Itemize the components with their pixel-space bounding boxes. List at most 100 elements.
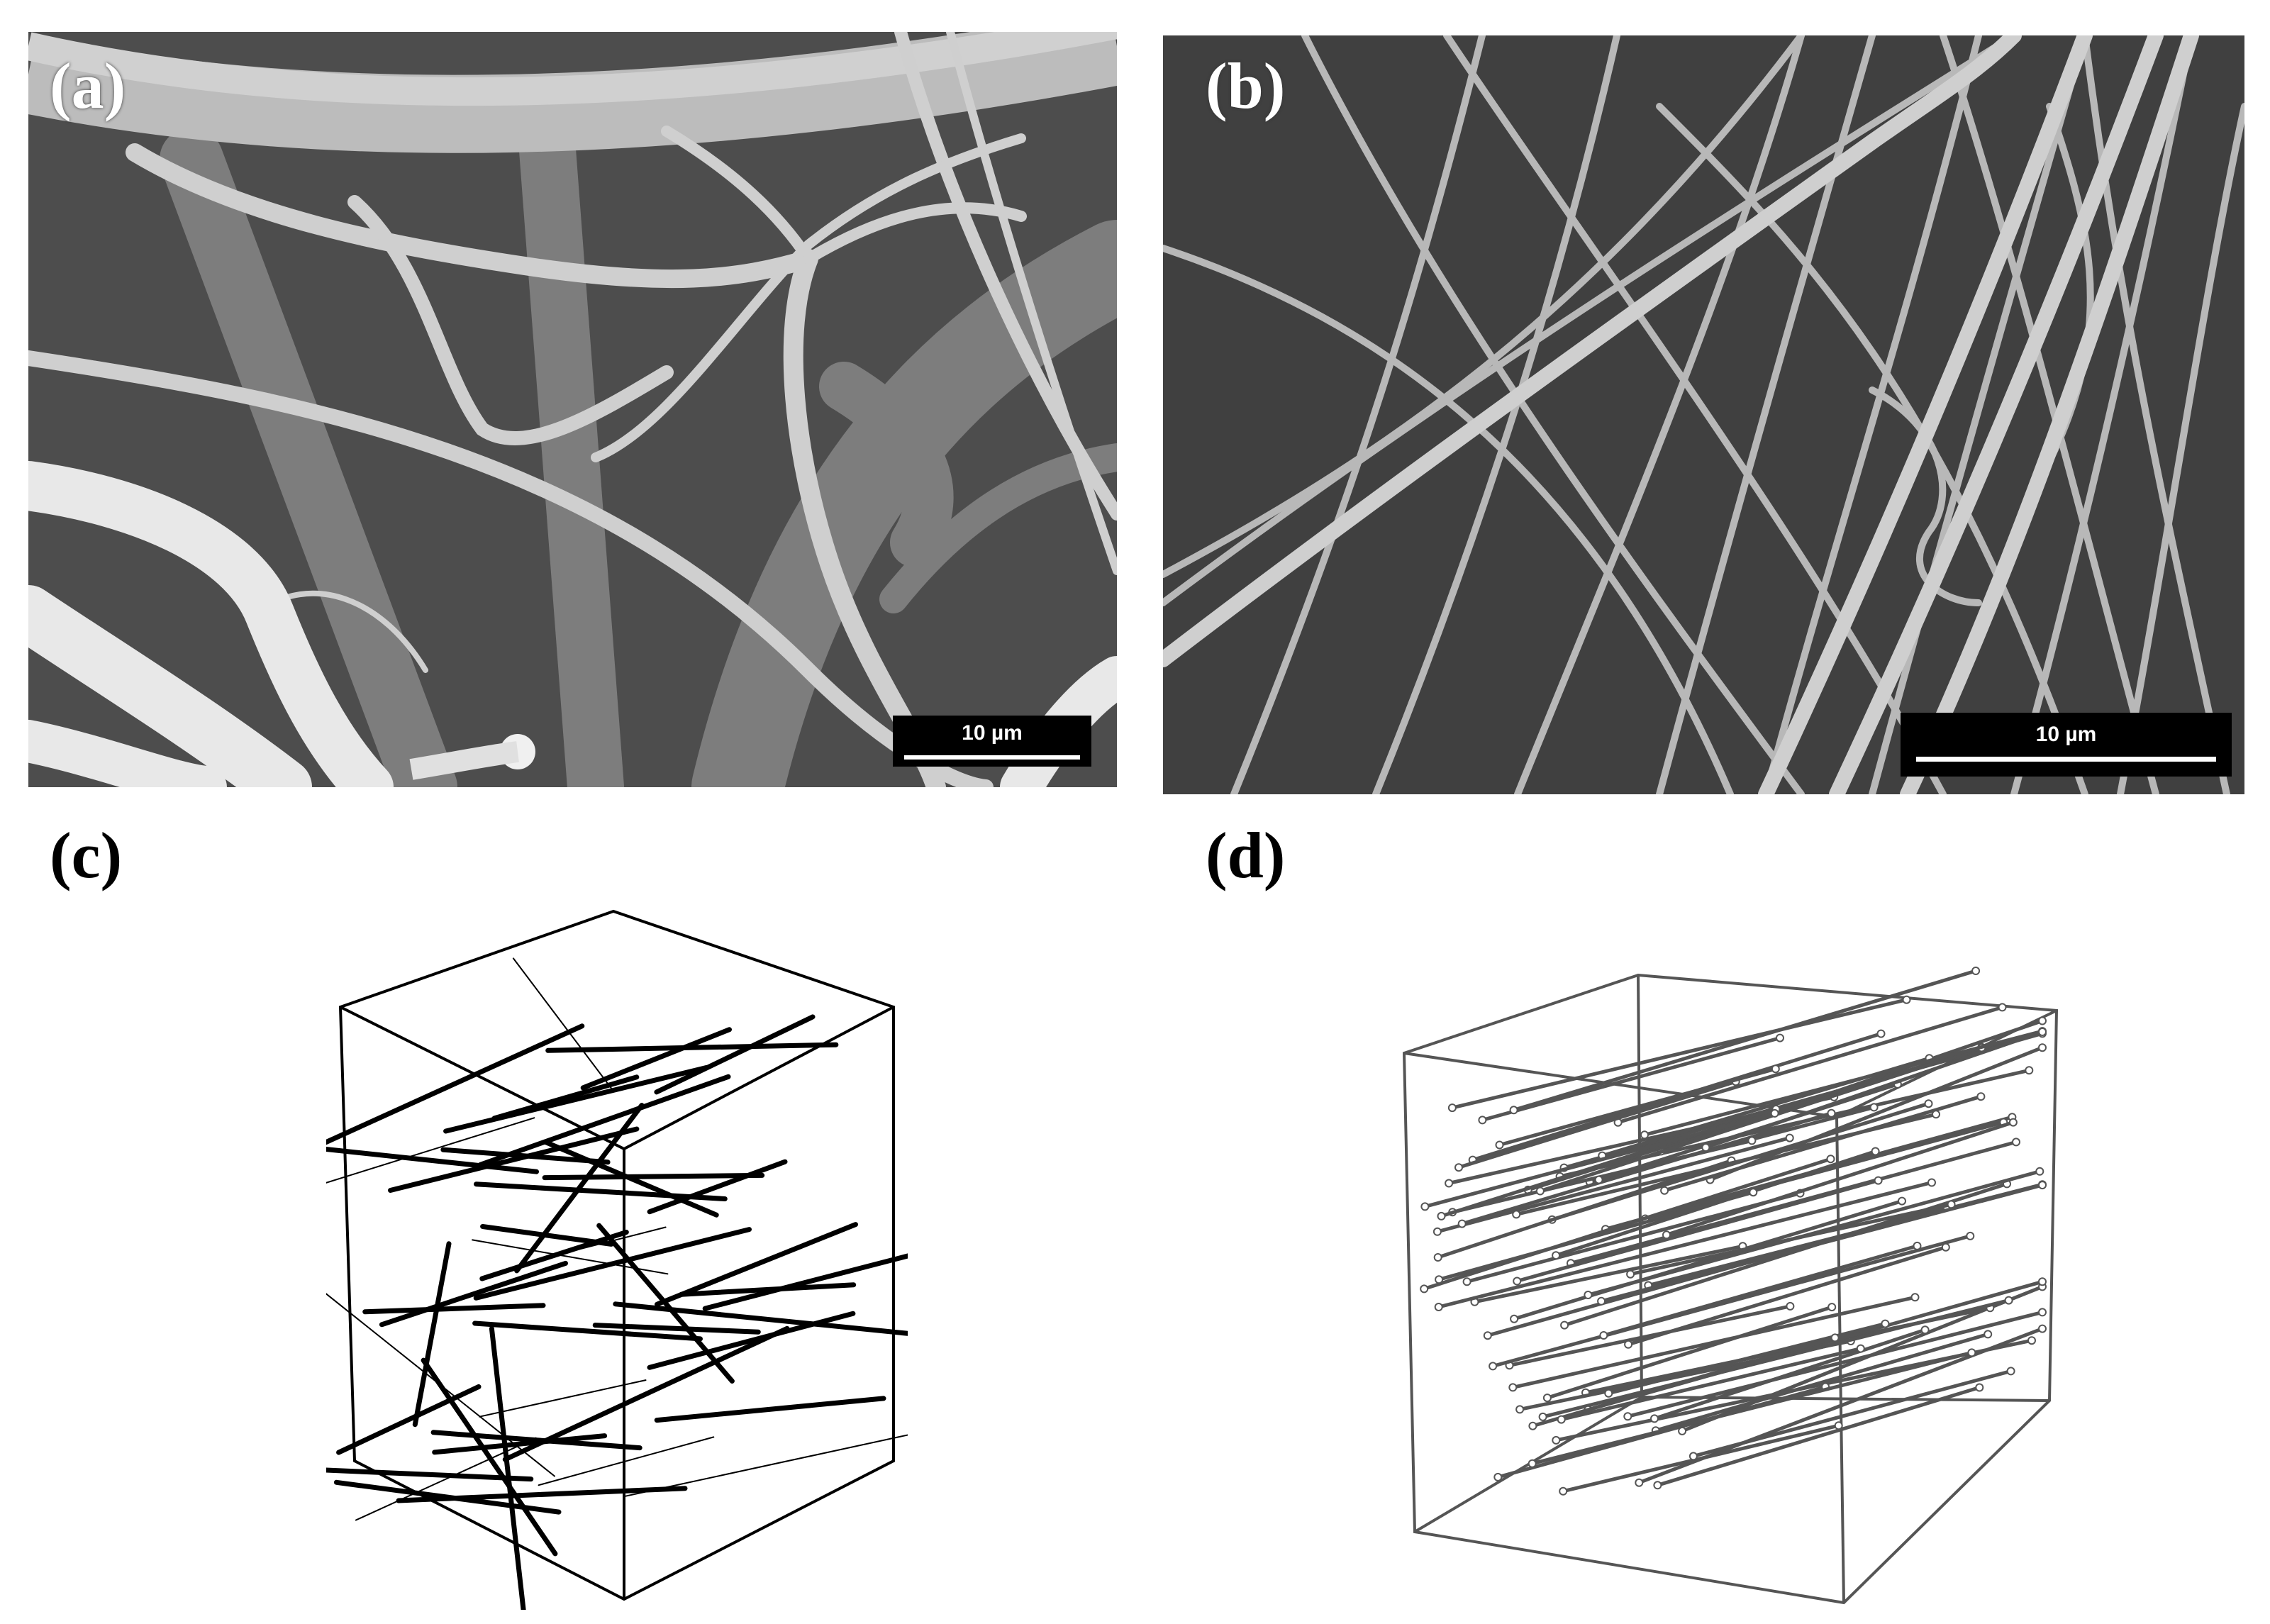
model-fiber-end	[1871, 1147, 1880, 1156]
model-fiber	[1599, 1183, 2044, 1303]
model-fiber-end	[2008, 1118, 2018, 1127]
model-fiber	[679, 1282, 857, 1297]
panel-label-c: (c)	[50, 819, 123, 891]
model-fiber	[655, 1222, 858, 1307]
model-fiber-end	[1984, 1330, 1993, 1339]
model-fiber-end	[1552, 1435, 1561, 1445]
model-fiber-end	[1489, 1362, 1498, 1371]
model-fiber-end	[1457, 1219, 1467, 1228]
model-fiber	[1664, 1120, 2015, 1237]
model-fiber-end	[1650, 1414, 1659, 1423]
model-fiber-end	[1834, 1421, 1843, 1430]
model-fiber-end	[1538, 1412, 1547, 1421]
sem-image-b: (b) 10 µm	[1163, 35, 2244, 794]
model-fiber	[613, 1301, 908, 1336]
model-fiber-end	[2038, 1028, 2047, 1036]
model-fiber-end	[1785, 1133, 1794, 1142]
sem-a-fibers	[28, 32, 1117, 787]
model-fiber	[1530, 1335, 1837, 1428]
model-fiber-end	[2038, 1324, 2047, 1333]
model-fiber-end	[1967, 1348, 1976, 1357]
scale-bar-b: 10 µm	[1901, 713, 2232, 777]
model-fiber-end	[1513, 1277, 1522, 1286]
model-fiber-end	[1876, 1029, 1886, 1038]
model-fiber	[1655, 1386, 1981, 1487]
model-fiber-end	[1881, 1319, 1890, 1328]
model-fiber-end	[1433, 1253, 1442, 1262]
model-fiber	[543, 1139, 719, 1218]
model-fiber	[1654, 1332, 1990, 1433]
model-fiber	[538, 1436, 715, 1486]
model-fiber-end	[1869, 1103, 1879, 1112]
model-fiber-end	[1626, 1269, 1635, 1279]
model-fiber-end	[1462, 1277, 1471, 1286]
model-fiber-end	[2035, 1167, 2044, 1176]
model-fiber	[1561, 1423, 1841, 1494]
model-fiber-end	[2038, 1277, 2047, 1286]
model-fiber-end	[1771, 1064, 1780, 1074]
panel-label-a: (a)	[50, 50, 126, 122]
model-fiber	[1498, 1067, 1778, 1147]
model-fiber	[1450, 998, 1908, 1110]
model-fiber	[580, 1027, 732, 1091]
model-fiber	[624, 1434, 908, 1497]
model-fiber	[1652, 1328, 1927, 1420]
model-fiber-end	[1495, 1140, 1504, 1150]
model-fiber-end	[1749, 1188, 1758, 1197]
model-fiber	[472, 1320, 703, 1342]
model-fiber	[1626, 1245, 1948, 1347]
model-fiber-end	[1830, 1333, 1840, 1342]
model-fiber-end	[1932, 1110, 1940, 1119]
model-fiber-end	[1435, 1275, 1444, 1284]
model-fiber	[1601, 1244, 1919, 1337]
model-fiber-end	[1902, 995, 1911, 1004]
model-fiber-end	[2038, 1308, 2047, 1317]
model-fiber	[654, 1014, 816, 1095]
model-fiber-end	[1623, 1412, 1632, 1421]
model-fiber-end	[1701, 1143, 1710, 1152]
model-fiber-end	[2038, 1043, 2047, 1052]
model-fiber-end	[1966, 1231, 1975, 1240]
model-fiber-end	[1827, 1108, 1836, 1118]
model-fiber	[1562, 1031, 2044, 1170]
model-fiber	[1512, 969, 1978, 1112]
model-fiber-end	[1786, 1301, 1795, 1311]
model-fiber-end	[1454, 1163, 1463, 1172]
model-fiber-end	[1998, 1003, 2007, 1012]
model-fiber-end	[1941, 1242, 1950, 1252]
model-fiber-end	[1512, 1210, 1521, 1219]
model-fiber-end	[1971, 967, 1981, 975]
model-fiber	[412, 1241, 452, 1428]
panel-label-b: (b)	[1206, 50, 1286, 122]
model-fiber	[1473, 1244, 1745, 1304]
model-fiber	[1625, 1310, 2044, 1418]
model-fiber	[1457, 1079, 1738, 1169]
model-fiber-end	[1509, 1106, 1518, 1115]
model-fiber-end	[1510, 1314, 1519, 1323]
model-fiber-end	[1920, 1325, 1930, 1335]
model-fiber	[1545, 1305, 1834, 1400]
sem-image-a: (a) 10 µm	[28, 32, 1117, 787]
model-fiber-end	[1635, 1478, 1644, 1487]
panel-label-d: (d)	[1206, 819, 1286, 891]
model-fiber-end	[1599, 1331, 1608, 1340]
model-fiber	[473, 1227, 752, 1301]
model-fiber	[489, 1326, 526, 1610]
model-fiber-end	[1624, 1340, 1633, 1349]
model-fiber-end	[2038, 1016, 2047, 1025]
model-fiber	[647, 1159, 788, 1215]
model-fiber-end	[1604, 1389, 1613, 1398]
model-fiber-end	[1515, 1405, 1525, 1414]
model-fiber	[545, 1042, 839, 1053]
model-fiber-end	[2004, 1296, 2013, 1305]
model-fiber-end	[1874, 1176, 1883, 1185]
model-fiber-end	[1660, 1186, 1669, 1195]
model-fiber-end	[2025, 1066, 2034, 1075]
sem-b-fibers	[1163, 35, 2244, 794]
model-fiber	[1662, 1094, 1983, 1193]
model-fiber	[1512, 1199, 1904, 1321]
model-d-aligned-fibers	[1390, 964, 2071, 1617]
model-fiber	[443, 1064, 709, 1134]
model-fiber	[336, 1384, 482, 1455]
model-fiber-end	[1827, 1303, 1837, 1312]
